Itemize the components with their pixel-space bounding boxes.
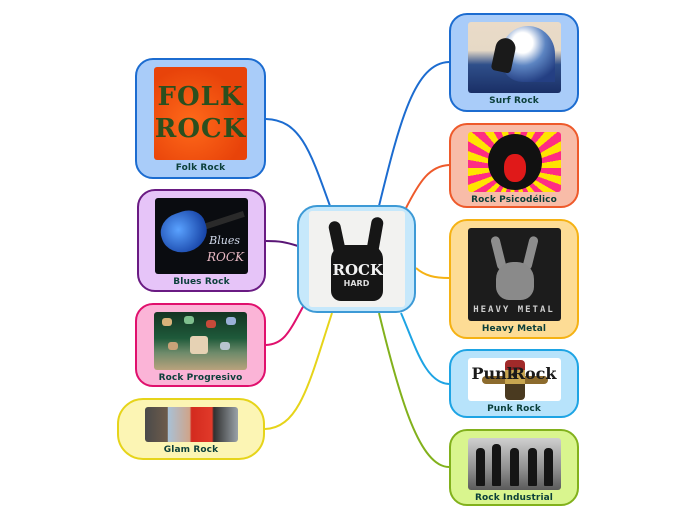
node-rock-progresivo[interactable]: Rock Progresivo bbox=[135, 303, 266, 387]
psychedelic-portrait-image bbox=[467, 132, 561, 192]
blues-guitar-image: Blues ROCK bbox=[155, 198, 248, 274]
node-folk-rock[interactable]: FOLK ROCK Folk Rock bbox=[135, 58, 266, 179]
node-heavy-metal[interactable]: HEAVY METAL Heavy Metal bbox=[449, 219, 579, 339]
punk-figure-image: Punk Rock bbox=[467, 358, 561, 401]
link-heavy-metal bbox=[415, 267, 450, 279]
node-rock-industrial[interactable]: Rock Industrial bbox=[449, 429, 579, 506]
node-surf-rock[interactable]: Surf Rock bbox=[449, 13, 579, 112]
link-rock-psicodelico bbox=[404, 164, 450, 211]
node-label: Folk Rock bbox=[175, 163, 226, 173]
central-topic-node[interactable]: ROCK HARD bbox=[297, 205, 416, 313]
skull-horns-image: HEAVY METAL bbox=[467, 228, 561, 321]
node-label: Glam Rock bbox=[163, 445, 219, 455]
link-rock-progresivo bbox=[265, 304, 305, 346]
link-punk-rock bbox=[400, 312, 450, 385]
node-label: Rock Industrial bbox=[474, 493, 553, 503]
link-glam-rock bbox=[264, 312, 333, 430]
node-label: Punk Rock bbox=[487, 404, 541, 414]
node-label: Surf Rock bbox=[489, 96, 539, 106]
link-rock-industrial bbox=[378, 312, 450, 468]
node-punk-rock[interactable]: Punk Rock Punk Rock bbox=[449, 349, 579, 418]
node-rock-psicodelico[interactable]: Rock Psicodélico bbox=[449, 123, 579, 208]
node-blues-rock[interactable]: Blues ROCK Blues Rock bbox=[137, 189, 266, 292]
node-label: Rock Psicodélico bbox=[471, 195, 557, 205]
surfer-wave-image bbox=[467, 22, 561, 93]
progressive-collage-image bbox=[154, 312, 247, 370]
node-glam-rock[interactable]: Glam Rock bbox=[117, 398, 265, 460]
link-folk-rock bbox=[265, 118, 331, 207]
industrial-band-image bbox=[467, 438, 561, 490]
link-blues-rock bbox=[265, 240, 299, 247]
node-label: Heavy Metal bbox=[481, 324, 547, 334]
link-surf-rock bbox=[378, 61, 450, 207]
node-label: Blues Rock bbox=[173, 277, 230, 287]
node-label: Rock Progresivo bbox=[158, 373, 243, 383]
rock-hand-image: ROCK HARD bbox=[308, 211, 405, 307]
folk-rock-image: FOLK ROCK bbox=[154, 67, 247, 160]
glam-artists-image bbox=[144, 407, 238, 442]
